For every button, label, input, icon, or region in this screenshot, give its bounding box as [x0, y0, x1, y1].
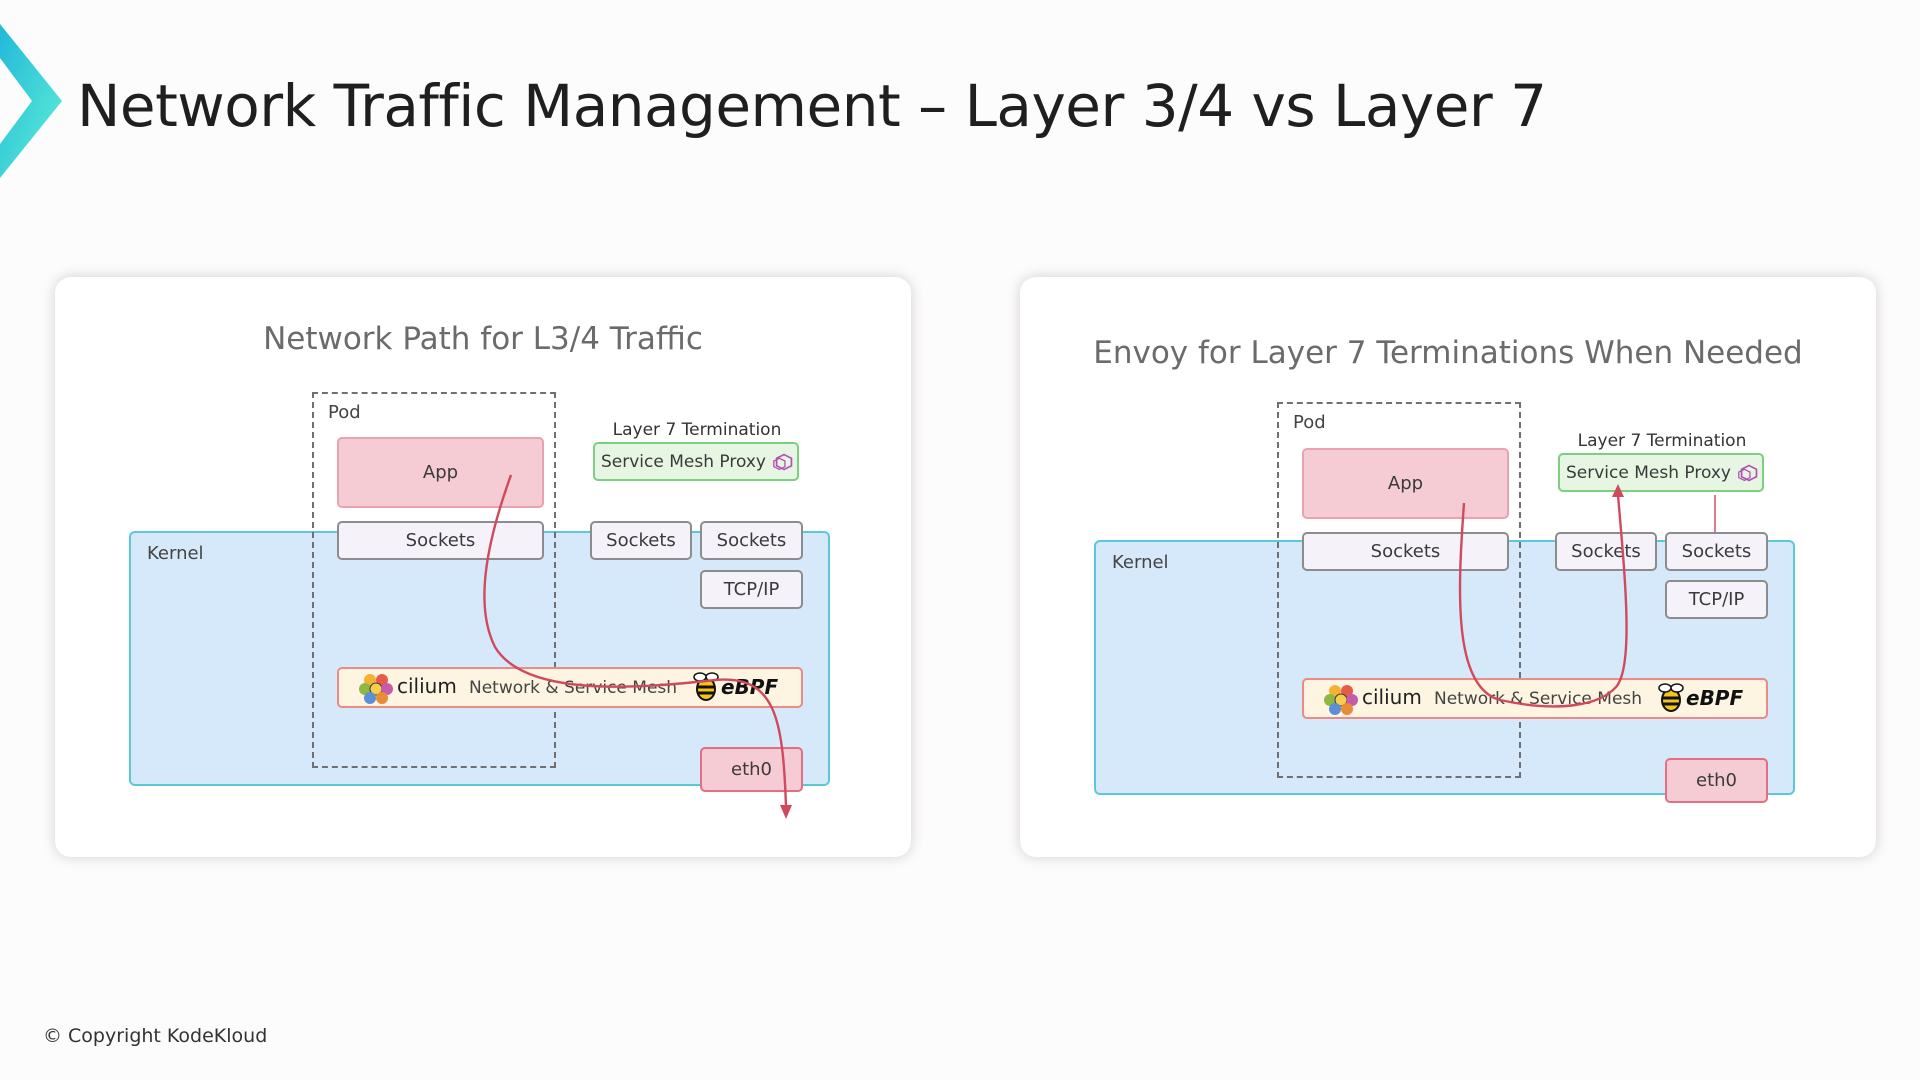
proxy-label: Service Mesh Proxy: [1566, 462, 1731, 483]
cilium-logo-icon: [1324, 685, 1358, 715]
proxy-sockets-right-box: Sockets: [1665, 532, 1768, 571]
cilium-logo-icon: [359, 674, 393, 704]
tcpip-box: TCP/IP: [700, 570, 803, 609]
arrow-head-icon: [780, 805, 792, 819]
panel-title: Envoy for Layer 7 Terminations When Need…: [1093, 335, 1803, 371]
diagram-l7: Kernel Pod App Sockets Layer 7 Terminati…: [1020, 277, 1876, 857]
layer7-caption: Layer 7 Termination: [1577, 431, 1747, 451]
panel-l7: Envoy for Layer 7 Terminations When Need…: [1020, 277, 1876, 857]
arrow-head-icon: [1612, 484, 1624, 497]
service-mesh-proxy-box: Service Mesh Proxy: [1558, 453, 1764, 492]
pod-label: Pod: [328, 402, 361, 423]
traffic-path-arrow: [483, 474, 792, 819]
tcpip-box: TCP/IP: [1665, 580, 1768, 619]
proxy-label: Service Mesh Proxy: [601, 451, 766, 472]
panel-title: Network Path for L3/4 Traffic: [263, 321, 703, 357]
chevron-accent-icon: [0, 24, 62, 178]
network-service-mesh-label: Network & Service Mesh: [469, 678, 678, 698]
ebpf-bee-icon: [1658, 683, 1684, 712]
pod-label: Pod: [1293, 412, 1326, 433]
layer7-caption: Layer 7 Termination: [612, 420, 782, 440]
app-box: App: [337, 437, 544, 508]
kernel-label: Kernel: [147, 543, 204, 564]
cilium-label: cilium: [397, 674, 457, 698]
cilium-bar: cilium Network & Service Mesh eBPF: [337, 667, 803, 708]
app-box: App: [1302, 448, 1509, 519]
diagram-l34: Kernel Pod App Sockets Layer 7 Terminati…: [55, 277, 911, 857]
proxy-sockets-left-box: Sockets: [590, 521, 692, 560]
service-mesh-icon: [773, 453, 793, 470]
ebpf-label: eBPF: [1686, 686, 1744, 710]
cilium-bar: cilium Network & Service Mesh eBPF: [1302, 678, 1768, 719]
page-title: Network Traffic Management – Layer 3/4 v…: [77, 72, 1547, 140]
panel-l34: Network Path for L3/4 Traffic Kernel Pod…: [55, 277, 911, 857]
pod-sockets-box: Sockets: [337, 521, 544, 560]
cilium-label: cilium: [1362, 685, 1422, 709]
copyright-text: © Copyright KodeKloud: [43, 1025, 268, 1047]
kernel-label: Kernel: [1112, 552, 1169, 573]
traffic-path-arrow: [1458, 484, 1716, 708]
proxy-sockets-right-box: Sockets: [700, 521, 803, 560]
service-mesh-icon: [1738, 464, 1758, 481]
pod-boundary: Pod: [312, 392, 556, 768]
pod-sockets-box: Sockets: [1302, 532, 1509, 571]
eth0-box: eth0: [1665, 758, 1768, 803]
pod-boundary: Pod: [1277, 402, 1521, 778]
service-mesh-proxy-box: Service Mesh Proxy: [593, 442, 799, 481]
